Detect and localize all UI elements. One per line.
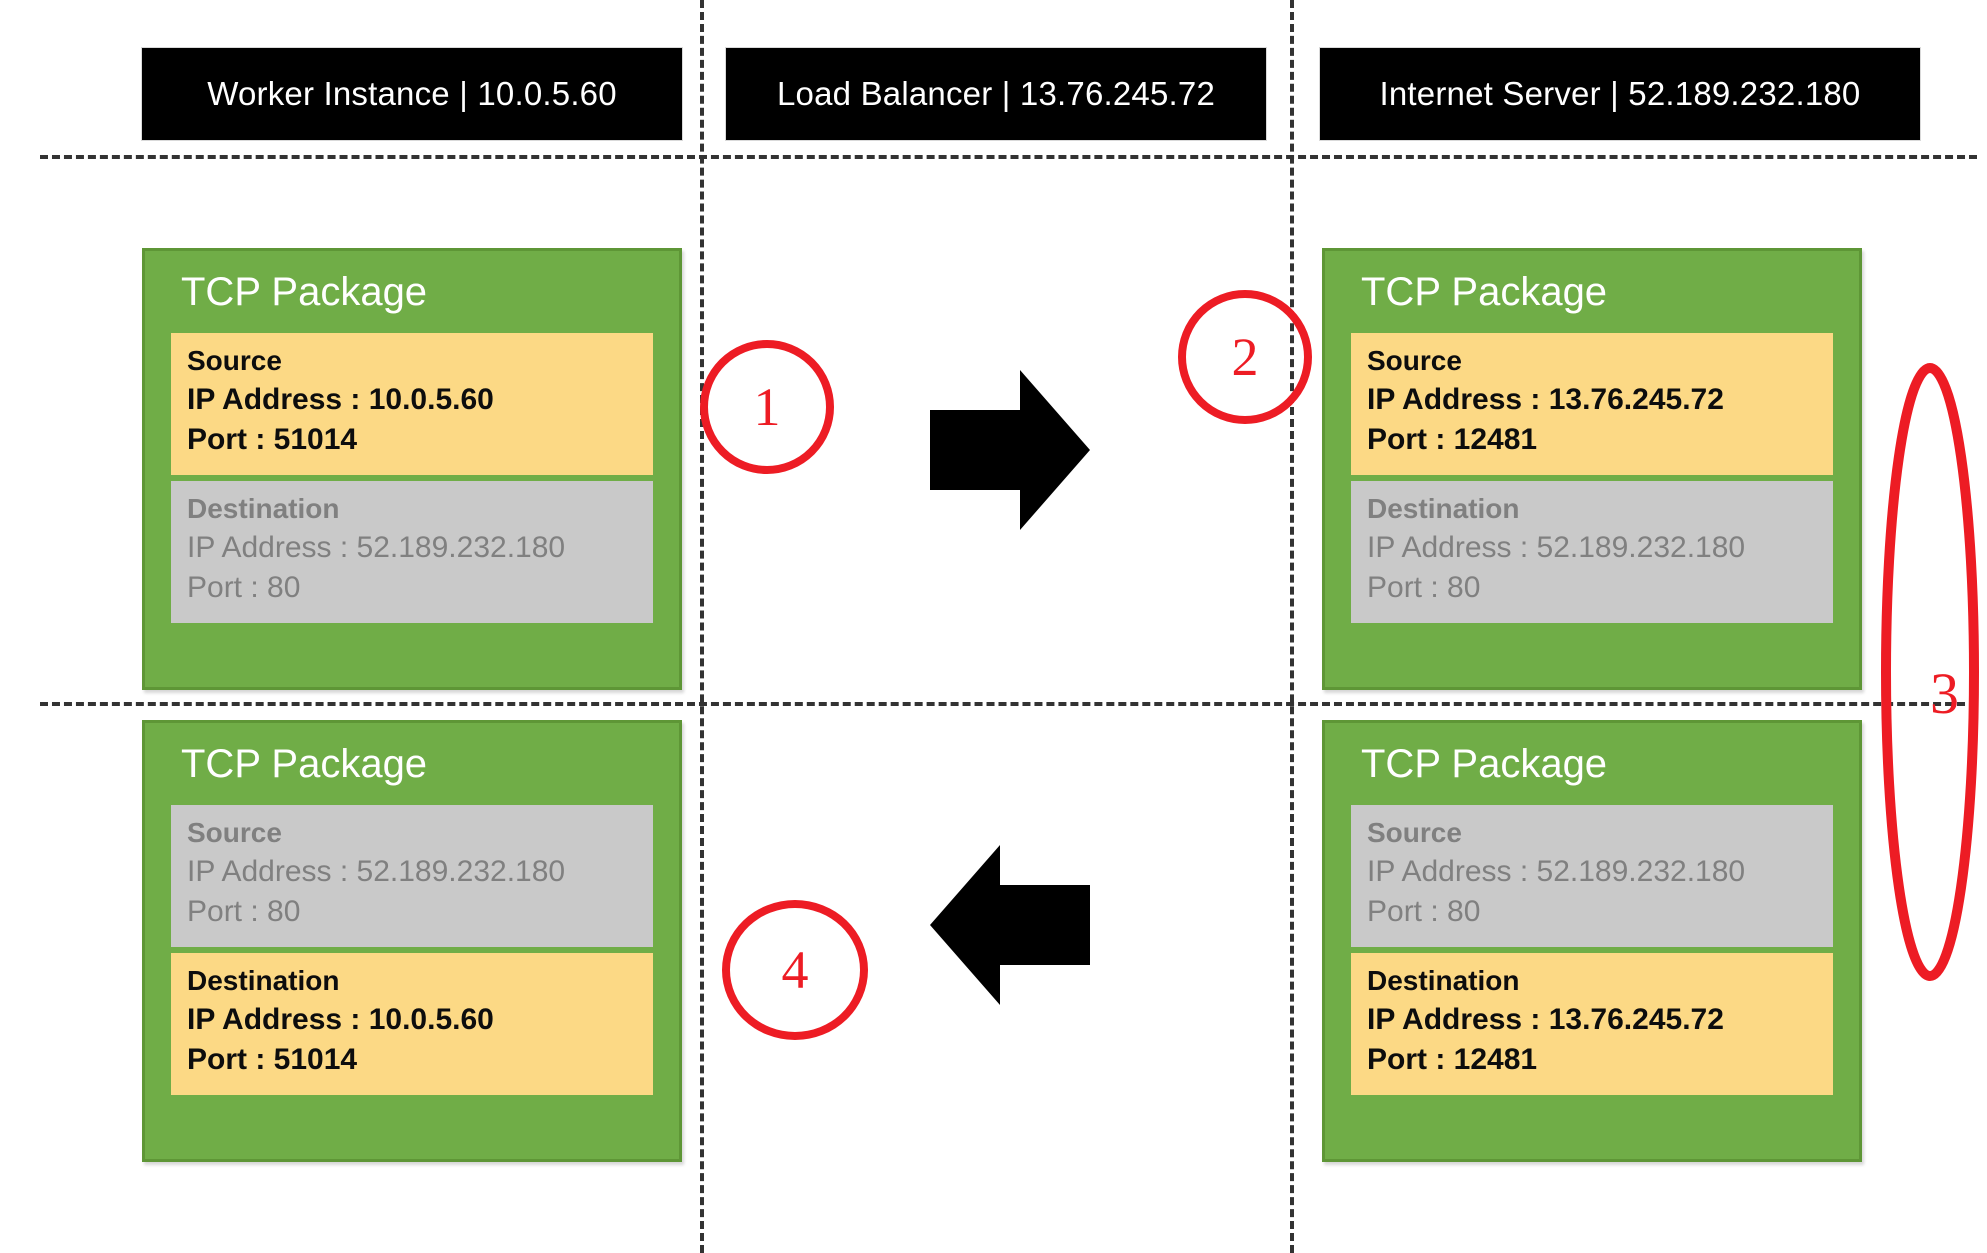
package-title: TCP Package — [1361, 742, 1608, 786]
vertical-divider-lb-internet — [1290, 0, 1294, 1253]
step-marker-4: 4 — [722, 900, 868, 1040]
block-port: Port : 80 — [1367, 570, 1481, 604]
tcp-package-inbound-server: TCP Package Source IP Address : 52.189.2… — [1322, 720, 1862, 1162]
step-marker-3-ellipse — [1880, 362, 1980, 982]
header-internet-server: Internet Server | 52.189.232.180 — [1320, 48, 1920, 140]
block-port: Port : 51014 — [187, 1042, 358, 1076]
tcp-package-outbound-server: TCP Package Source IP Address : 13.76.24… — [1322, 248, 1862, 690]
header-worker-instance: Worker Instance | 10.0.5.60 — [142, 48, 682, 140]
step-marker-3-label: 3 — [1930, 661, 1959, 726]
block-label: Destination — [187, 493, 340, 525]
block-ip-address: IP Address : 52.189.232.180 — [187, 854, 566, 888]
block-ip-address: IP Address : 52.189.232.180 — [187, 531, 566, 565]
block-label: Source — [187, 345, 282, 376]
horizontal-divider-rows — [40, 702, 1977, 706]
block-port: Port : 12481 — [1367, 1042, 1538, 1076]
header-load-balancer: Load Balancer | 13.76.245.72 — [726, 48, 1266, 140]
block-label: Destination — [1367, 493, 1520, 525]
block-port: Port : 80 — [187, 570, 301, 604]
arrow-inbound-left-icon — [930, 845, 1090, 1005]
block-label: Source — [1367, 345, 1462, 376]
package-title: TCP Package — [1361, 270, 1608, 314]
package-block-source: Source IP Address : 10.0.5.60 Port : 510… — [171, 333, 653, 476]
arrow-outbound-right-icon — [930, 370, 1090, 530]
block-label: Source — [187, 817, 282, 848]
block-label: Destination — [187, 965, 340, 997]
package-block-source: Source IP Address : 52.189.232.180 Port … — [1351, 805, 1833, 948]
block-port: Port : 80 — [1367, 894, 1481, 928]
package-title: TCP Package — [181, 270, 428, 314]
block-ip-address: IP Address : 52.189.232.180 — [1367, 854, 1746, 888]
package-block-destination: Destination IP Address : 13.76.245.72 Po… — [1351, 953, 1833, 1096]
block-label: Source — [1367, 817, 1462, 848]
block-port: Port : 80 — [187, 894, 301, 928]
block-port: Port : 51014 — [187, 422, 358, 456]
package-block-destination: Destination IP Address : 10.0.5.60 Port … — [171, 953, 653, 1096]
tcp-package-outbound-worker: TCP Package Source IP Address : 10.0.5.6… — [142, 248, 682, 690]
package-block-source: Source IP Address : 52.189.232.180 Port … — [171, 805, 653, 948]
package-block-destination: Destination IP Address : 52.189.232.180 … — [1351, 481, 1833, 624]
block-label: Destination — [1367, 965, 1520, 997]
block-ip-address: IP Address : 13.76.245.72 — [1367, 1003, 1724, 1037]
step-marker-2: 2 — [1178, 290, 1312, 424]
block-ip-address: IP Address : 13.76.245.72 — [1367, 382, 1724, 416]
package-block-source: Source IP Address : 13.76.245.72 Port : … — [1351, 333, 1833, 476]
block-ip-address: IP Address : 52.189.232.180 — [1367, 531, 1746, 565]
block-ip-address: IP Address : 10.0.5.60 — [187, 1003, 494, 1037]
vertical-divider-worker-lb — [700, 0, 704, 1253]
block-port: Port : 12481 — [1367, 422, 1538, 456]
tcp-package-inbound-worker: TCP Package Source IP Address : 52.189.2… — [142, 720, 682, 1162]
horizontal-divider-header — [40, 155, 1977, 159]
block-ip-address: IP Address : 10.0.5.60 — [187, 382, 494, 416]
step-marker-1: 1 — [700, 340, 834, 474]
package-title: TCP Package — [181, 742, 428, 786]
package-block-destination: Destination IP Address : 52.189.232.180 … — [171, 481, 653, 624]
